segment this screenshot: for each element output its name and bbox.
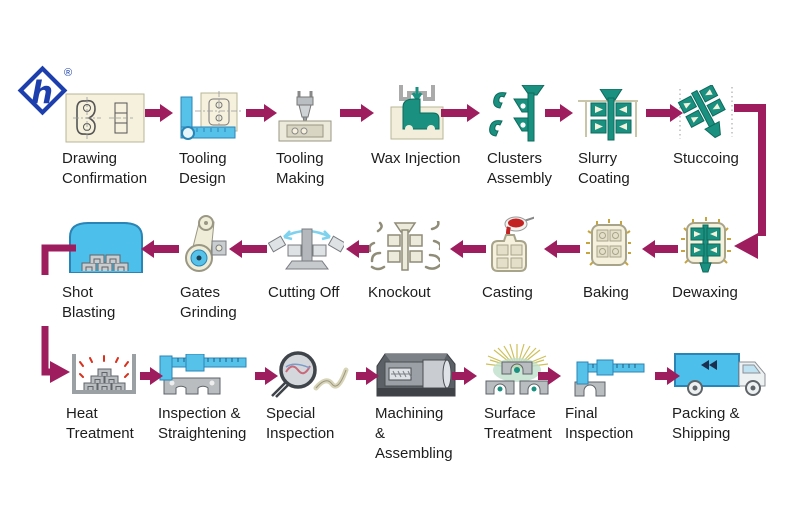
step-label: Special Inspection: [266, 405, 335, 442]
packing-shipping-icon: [672, 348, 772, 398]
step-label: Baking: [583, 284, 629, 301]
step-label: Machining & Assembling: [375, 405, 453, 462]
step-label: Surface Treatment: [484, 405, 552, 442]
step-tooling-making: Tooling Making: [276, 85, 334, 189]
step-knockout: Knockout: [368, 215, 440, 303]
flow-arrow-right-icon: [246, 104, 277, 122]
shot-blasting-icon: [62, 215, 150, 273]
flow-arrow-right-icon: [545, 104, 573, 122]
flow-arrow-right-icon: [255, 367, 278, 385]
flow-arrow-right-icon: [452, 367, 477, 385]
step-label: Inspection & Straightening: [158, 405, 247, 442]
step-shot-blasting: Shot Blasting: [62, 215, 150, 323]
step-label: Wax Injection: [371, 150, 461, 167]
step-casting: Casting: [482, 215, 534, 303]
heat-treatment-icon: [66, 348, 138, 398]
step-cutting-off: Cutting Off: [268, 215, 344, 303]
step-label: Knockout: [368, 284, 431, 301]
flow-arrow-right-icon: [441, 104, 480, 122]
connector-row1-row2: [734, 104, 766, 259]
step-label: Drawing Confirmation: [62, 150, 148, 187]
flow-arrow-right-icon: [145, 104, 173, 122]
logo-diamond: [17, 65, 68, 116]
inspection-straightening-icon: [158, 348, 248, 398]
step-label: Final Inspection: [565, 405, 634, 442]
flow-arrow-left-icon: [544, 240, 580, 258]
flow-arrow-right-icon: [340, 104, 374, 122]
step-surface-treatment: Surface Treatment: [484, 343, 552, 444]
step-label: Cutting Off: [268, 284, 340, 301]
step-wax-injection: Wax Injection: [371, 85, 463, 169]
connector-row2-row3-top: [41, 244, 76, 275]
flow-arrow-right-icon: [538, 367, 561, 385]
casting-icon: [482, 215, 534, 273]
step-label: Casting: [482, 284, 533, 301]
company-logo: h ®: [17, 65, 72, 116]
step-label: Heat Treatment: [66, 405, 134, 442]
slurry-coating-icon: [578, 85, 638, 143]
wax-injection-icon: [371, 85, 463, 143]
step-gates-grinding: Gates Grinding: [180, 215, 237, 323]
step-label: Stuccoing: [673, 150, 739, 167]
baking-icon: [583, 215, 631, 273]
tooling-design-icon: [179, 85, 241, 143]
flow-arrow-right-icon: [655, 367, 680, 385]
surface-treatment-icon: [484, 343, 550, 398]
step-label: Dewaxing: [672, 284, 738, 301]
step-tooling-design: Tooling Design: [179, 85, 241, 189]
gates-grinding-icon: [180, 215, 230, 273]
step-machining-assembling: Machining & Assembling: [375, 348, 457, 464]
dewaxing-icon: [672, 215, 740, 273]
special-inspection-icon: [266, 348, 358, 398]
step-label: Packing & Shipping: [672, 405, 740, 442]
cutting-off-icon: [268, 215, 344, 273]
step-drawing-confirmation: Drawing Confirmation: [62, 85, 147, 189]
registered-mark: ®: [64, 67, 72, 79]
flow-arrow-left-icon: [229, 240, 267, 258]
knockout-icon: [368, 215, 440, 273]
step-slurry-coating: Slurry Coating: [578, 85, 638, 189]
step-inspection-straightening: Inspection & Straightening: [158, 348, 248, 444]
tooling-making-icon: [276, 85, 334, 143]
final-inspection-icon: [565, 348, 655, 398]
machining-assembling-icon: [375, 348, 457, 398]
flow-arrow-left-icon: [450, 240, 486, 258]
step-baking: Baking: [583, 215, 631, 303]
logo-letter: h: [31, 75, 53, 111]
step-label: Shot Blasting: [62, 284, 116, 321]
step-label: Tooling Design: [179, 150, 227, 187]
clusters-assembly-icon: [487, 85, 547, 143]
step-clusters-assembly: Clusters Assembly: [487, 85, 553, 189]
step-dewaxing: Dewaxing: [672, 215, 740, 303]
connector-row2-row3-bottom: [41, 326, 70, 383]
step-label: Tooling Making: [276, 150, 325, 187]
flow-arrow-left-icon: [346, 240, 369, 258]
step-final-inspection: Final Inspection: [565, 348, 655, 444]
flow-arrow-right-icon: [140, 367, 163, 385]
step-label: Slurry Coating: [578, 150, 630, 187]
step-label: Clusters Assembly: [487, 150, 553, 187]
step-heat-treatment: Heat Treatment: [66, 348, 138, 444]
flow-arrow-right-icon: [646, 104, 683, 122]
flow-arrow-right-icon: [356, 367, 379, 385]
flow-arrow-left-icon: [141, 240, 179, 258]
step-special-inspection: Special Inspection: [266, 348, 358, 444]
step-packing-shipping: Packing & Shipping: [672, 348, 772, 444]
flow-arrow-left-icon: [642, 240, 678, 258]
drawing-confirmation-icon: [62, 85, 147, 143]
step-label: Gates Grinding: [180, 284, 237, 321]
